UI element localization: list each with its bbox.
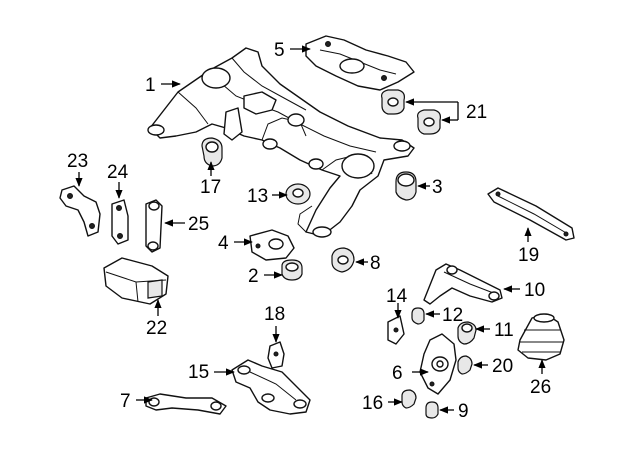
callout-12: 12 [442,305,463,326]
part-12-bushing [411,307,425,325]
part-22-module [103,257,169,305]
callout-3: 3 [432,177,443,198]
callout-26: 26 [530,377,551,398]
callout-19: 19 [518,245,539,266]
callout-17: 17 [200,177,221,198]
part-5-shield [305,35,415,91]
callout-2: 2 [248,266,259,287]
part-6-knuckle [419,333,457,395]
part-3-mount [395,171,417,201]
callout-11: 11 [494,320,514,341]
part-7-link [145,393,227,415]
part-23-bracket [59,185,101,237]
callout-1: 1 [145,75,156,96]
callout-8: 8 [370,253,381,274]
callout-25: 25 [188,214,209,235]
callout-5: 5 [274,40,285,61]
callout-22: 22 [146,318,167,339]
callout-14: 14 [386,286,408,307]
part-2-bushing [281,259,303,281]
callout-24: 24 [107,162,129,183]
callout-23: 23 [67,151,88,172]
part-4-bracket [249,229,295,261]
callout-6: 6 [392,363,403,384]
part-1-subframe [147,47,415,238]
part-21-bushings [381,89,441,135]
part-15-arm [231,359,311,415]
part-8-bushing [331,247,355,273]
part-24-bracket [111,199,129,245]
part-19-bar [487,187,575,241]
part-20-bushing [457,355,473,375]
callout-4: 4 [218,233,229,254]
callout-10: 10 [524,280,545,301]
part-10-arm [423,263,503,305]
callout-7: 7 [120,391,131,412]
callout-18: 18 [264,304,285,325]
part-14-bracket [387,315,405,345]
callout-20: 20 [492,356,513,377]
callout-16: 16 [362,393,383,414]
part-13-bushing [285,183,311,205]
part-11-bushing [457,321,477,345]
callout-labels: 1 5 21 17 13 3 4 2 8 19 23 24 25 22 18 1… [67,40,551,422]
part-18-link [267,341,285,369]
part-26-boot [517,313,565,361]
leader-lines [75,45,546,414]
part-9-bushing [425,401,439,419]
part-17-bushing [201,137,223,167]
part-25-link [145,199,163,253]
callout-9: 9 [458,401,469,422]
callout-21: 21 [466,102,487,123]
callout-15: 15 [188,362,209,383]
part-16-bushing [401,389,417,409]
callout-13: 13 [247,186,268,207]
